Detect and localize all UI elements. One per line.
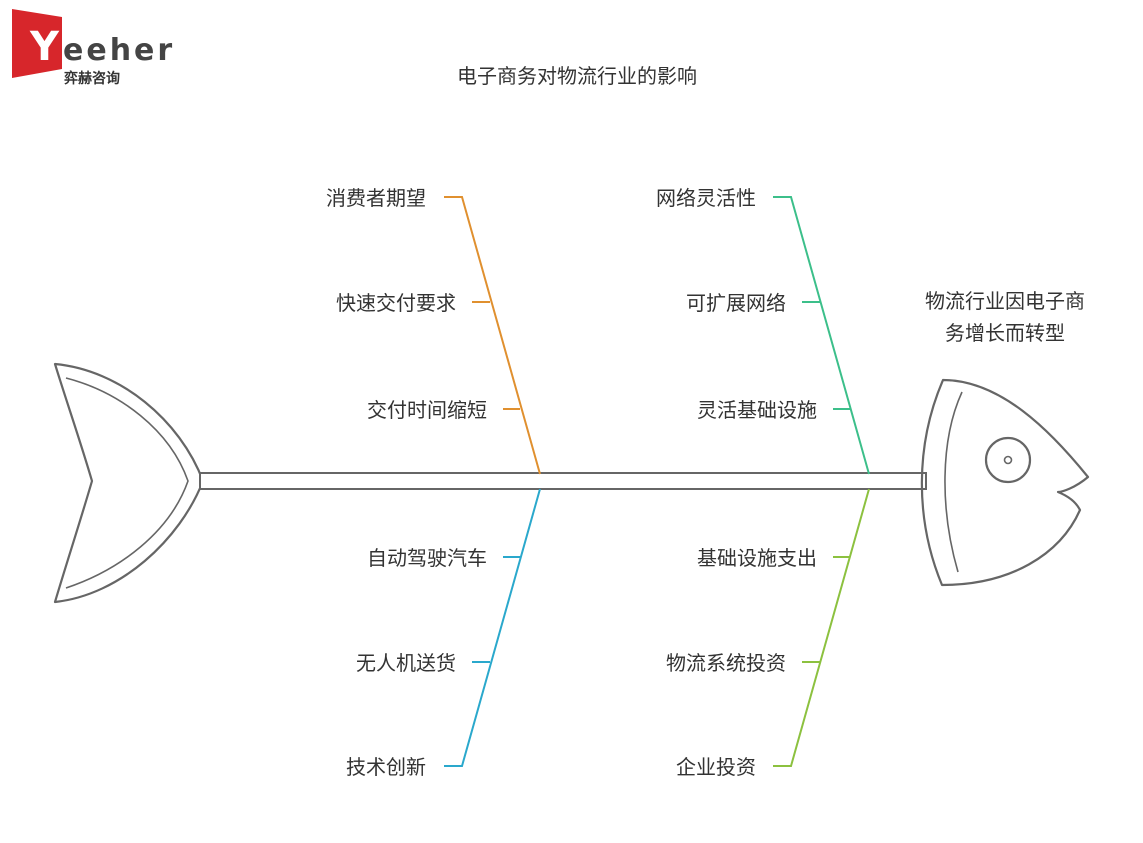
logo-subtitle: 弈赫咨询 [64, 70, 120, 87]
cause-label: 技术创新 [346, 755, 426, 779]
logo-badge-icon [12, 9, 62, 78]
diagram-title: 电子商务对物流行业的影响 [457, 64, 697, 88]
cause-label: 基础设施支出 [697, 546, 817, 570]
cause-label: 物流系统投资 [666, 651, 786, 675]
cause-label: 可扩展网络 [686, 291, 786, 315]
cause-label: 交付时间缩短 [367, 398, 487, 422]
cause-label: 网络灵活性 [656, 186, 756, 210]
fish-spine [199, 472, 927, 490]
fish-eye-icon [984, 436, 1032, 484]
effect-label: 物流行业因电子商 务增长而转型 [925, 289, 1085, 345]
logo-brand-rest: eeher [63, 33, 175, 68]
cause-label: 快速交付要求 [336, 291, 456, 315]
cause-label: 无人机送货 [356, 651, 456, 675]
bone-top-right [773, 196, 870, 475]
cause-label: 消费者期望 [326, 186, 426, 210]
bone-bottom-right [773, 488, 870, 767]
effect-line-2: 务增长而转型 [945, 321, 1065, 345]
cause-label: 企业投资 [676, 755, 756, 779]
cause-label: 灵活基础设施 [697, 398, 817, 422]
fish-head [920, 378, 1090, 587]
logo-initial: Y [29, 24, 60, 70]
fish-tail [53, 362, 205, 604]
bone-bottom-left [444, 488, 541, 767]
effect-line-1: 物流行业因电子商 [925, 289, 1085, 313]
cause-label: 自动驾驶汽车 [367, 546, 487, 570]
logo: Y eeher 弈赫咨询 [12, 9, 175, 87]
bone-top-left [444, 196, 541, 475]
